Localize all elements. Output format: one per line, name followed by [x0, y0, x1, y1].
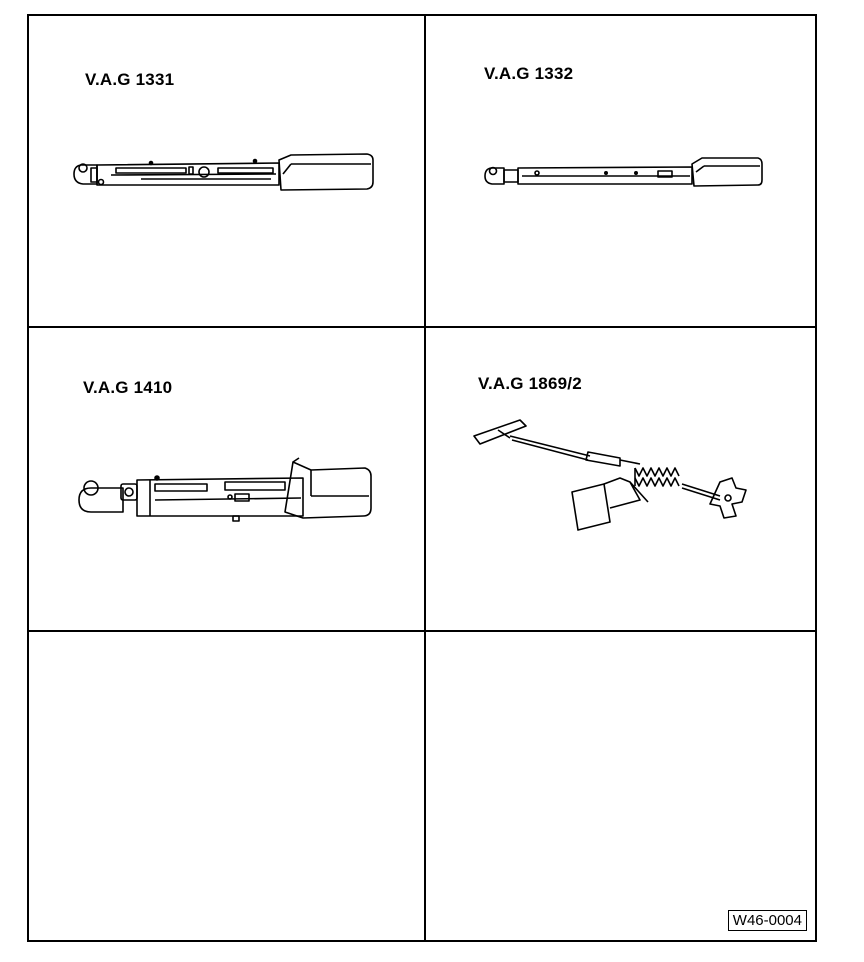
tool-cell-empty — [29, 632, 426, 940]
tool-sheet: V.A.G 1331 V.A.G 1332 — [27, 14, 817, 942]
torque-wrench-icon — [484, 157, 763, 187]
tool-cell-empty: W46-0004 — [426, 632, 817, 940]
tool-label: V.A.G 1410 — [83, 378, 173, 397]
tool-cell-vag-1332: V.A.G 1332 — [426, 16, 817, 328]
tool-label: V.A.G 1332 — [484, 64, 574, 83]
torque-wrench-icon — [73, 153, 374, 191]
tool-cell-vag-1869-2: V.A.G 1869/2 — [426, 328, 817, 632]
tool-label: V.A.G 1869/2 — [478, 374, 582, 393]
tool-cell-vag-1331: V.A.G 1331 — [29, 16, 426, 328]
tool-cell-vag-1410: V.A.G 1410 — [29, 328, 426, 632]
spring-tensioner-icon — [473, 419, 747, 531]
torque-wrench-icon — [78, 457, 372, 522]
tool-label: V.A.G 1331 — [85, 70, 175, 89]
figure-reference: W46-0004 — [727, 910, 807, 931]
